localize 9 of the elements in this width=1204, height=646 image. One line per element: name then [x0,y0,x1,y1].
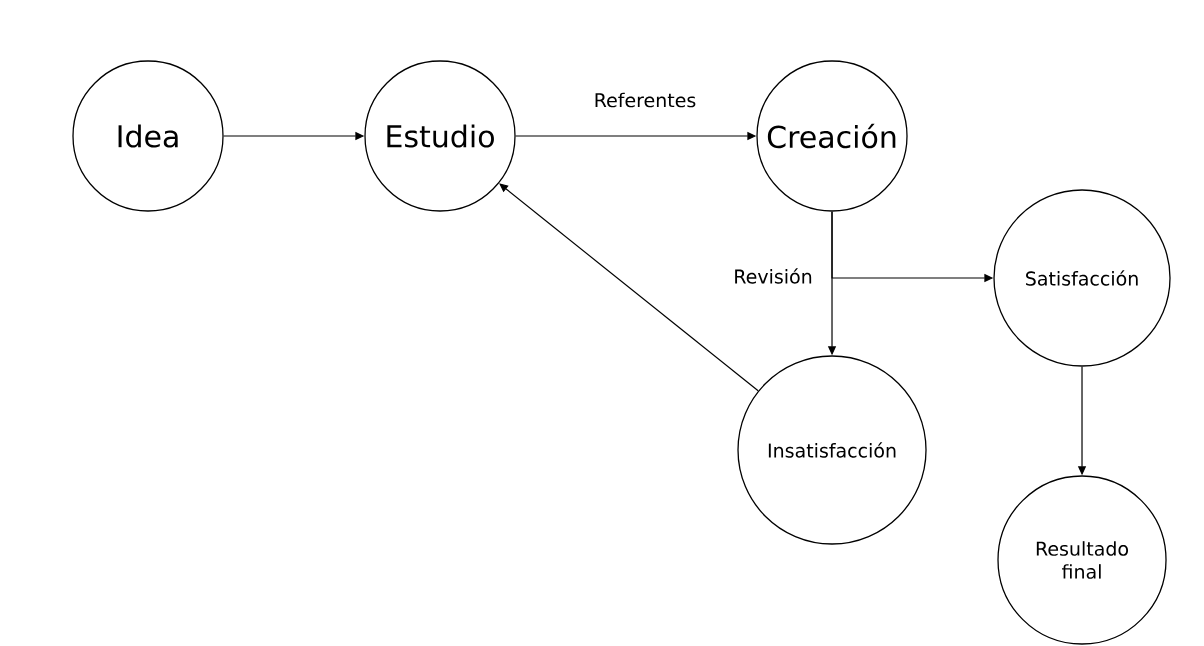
edge-label: Revisión [731,266,815,286]
edge-label: Referentes [591,90,699,110]
circle-node: Satisfacción [993,189,1171,367]
circle-node: Creación [756,60,908,212]
circle-node: Insatisfacción [737,355,927,545]
arrow [499,183,759,392]
circle-node: Resultado final [997,475,1167,645]
circle-node: Estudio [364,60,516,212]
circle-node: Idea [72,60,224,212]
